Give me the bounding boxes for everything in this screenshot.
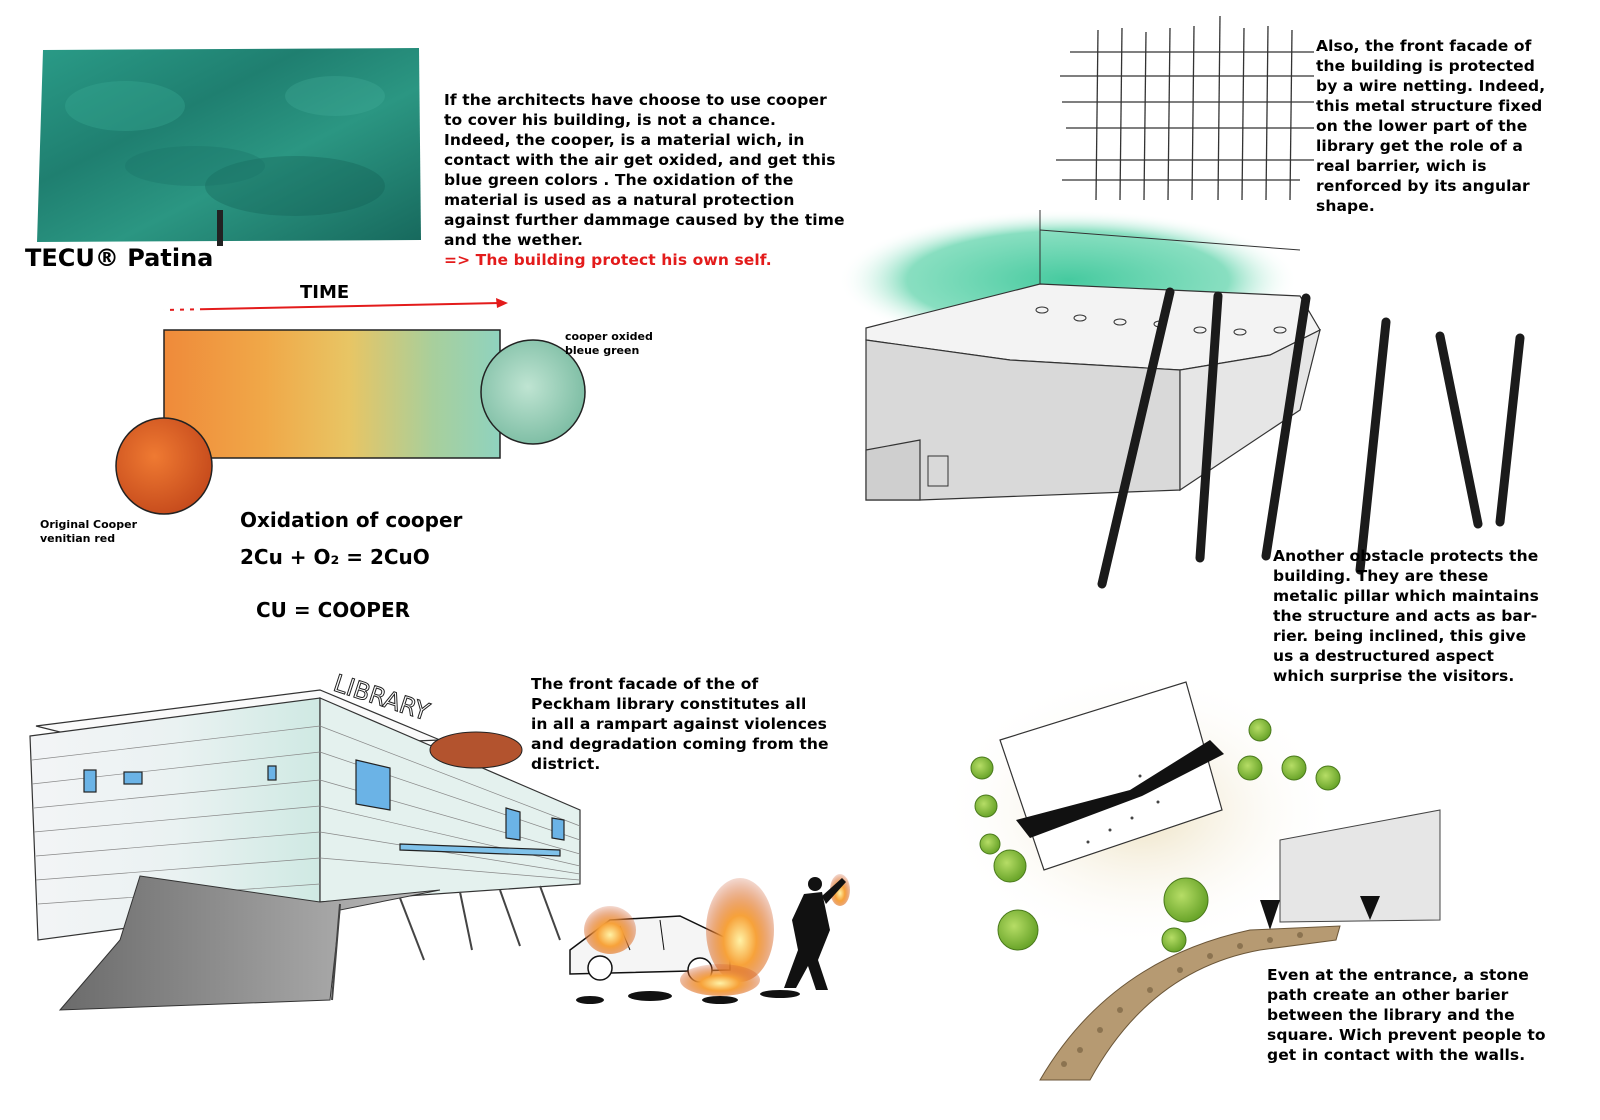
text-line: shape. xyxy=(1316,197,1375,215)
left-note: Original Cooper venitian red xyxy=(40,518,137,546)
text-line: district. xyxy=(531,755,601,773)
netting-paragraph: Also, the front facade of the building i… xyxy=(1316,36,1596,216)
text-line: Another obstacle protects the xyxy=(1273,547,1539,565)
text-line: Peckham library constitutes all xyxy=(531,695,807,713)
text-line: and the wether. xyxy=(444,231,583,249)
entrance-paragraph: Even at the entrance, a stone path creat… xyxy=(1267,965,1587,1065)
text-line: the building is protected xyxy=(1316,57,1535,75)
text-line: library get the role of a xyxy=(1316,137,1523,155)
pillars-paragraph: Another obstacle protects the building. … xyxy=(1273,546,1593,686)
text-line: us a destructured aspect xyxy=(1273,647,1495,665)
text-line: real barrier, wich is xyxy=(1316,157,1487,175)
text-line: this metal structure fixed xyxy=(1316,97,1543,115)
text-line: building. They are these xyxy=(1273,567,1489,585)
text-line: on the lower part of the xyxy=(1316,117,1528,135)
text-line: in all a rampart against violences xyxy=(531,715,827,733)
text-line: to cover his building, is not a chance. xyxy=(444,111,776,129)
text-line: which surprise the visitors. xyxy=(1273,667,1515,685)
time-label: TIME xyxy=(300,282,350,303)
text-line: by a wire netting. Indeed, xyxy=(1316,77,1546,95)
oxidation-equation: 2Cu + O₂ = 2CuO xyxy=(240,545,430,569)
facade-paragraph: The front facade of the of Peckham libra… xyxy=(531,674,861,774)
text-line: square. Wich prevent people to xyxy=(1267,1026,1546,1044)
library-sketch: LIBRARY xyxy=(29,669,581,1011)
text-line: the structure and acts as bar- xyxy=(1273,607,1538,625)
patina-sample xyxy=(35,46,423,246)
text-line: Also, the front facade of xyxy=(1316,37,1532,55)
text-line: rier. being inclined, this give xyxy=(1273,627,1527,645)
text-line: Even at the entrance, a stone xyxy=(1267,966,1529,984)
text-line: blue green colors . The oxidation of the xyxy=(444,171,794,189)
text-line: contact with the air get oxided, and get… xyxy=(444,151,836,169)
text-line: The front facade of the of xyxy=(531,675,759,693)
text-line: get in contact with the walls. xyxy=(1267,1046,1526,1064)
oxidation-title: Oxidation of cooper xyxy=(240,508,463,532)
text-line: between the library and the xyxy=(1267,1006,1515,1024)
text-line: material is used as a natural protection xyxy=(444,191,795,209)
riot-illustration xyxy=(569,874,850,1004)
time-arrow xyxy=(163,298,508,312)
text-line: Indeed, the cooper, is a material wich, … xyxy=(444,131,805,149)
entrance-sketch xyxy=(940,670,1441,1081)
oxidation-diagram xyxy=(115,329,586,515)
text-line: If the architects have choose to use coo… xyxy=(444,91,827,109)
note-line: bleue green xyxy=(565,344,640,357)
text-line: and degradation coming from the xyxy=(531,735,829,753)
patina-sample-image xyxy=(37,48,421,246)
note-line: venitian red xyxy=(40,532,116,545)
text-line: against further dammage caused by the ti… xyxy=(444,211,845,229)
patina-title: TECU® Patina xyxy=(25,244,214,272)
netting-sketch xyxy=(838,15,1525,589)
right-note: cooper oxided bleue green xyxy=(565,330,653,358)
text-line: renforced by its angular xyxy=(1316,177,1530,195)
note-line: Original Cooper xyxy=(40,518,137,531)
text-line: path create an other barier xyxy=(1267,986,1509,1004)
patina-paragraph: If the architects have choose to use coo… xyxy=(444,90,864,270)
conclusion-line: => The building protect his own self. xyxy=(444,251,772,269)
text-line: metalic pillar which maintains xyxy=(1273,587,1539,605)
cooper-legend: CU = COOPER xyxy=(256,598,411,622)
note-line: cooper oxided xyxy=(565,330,653,343)
